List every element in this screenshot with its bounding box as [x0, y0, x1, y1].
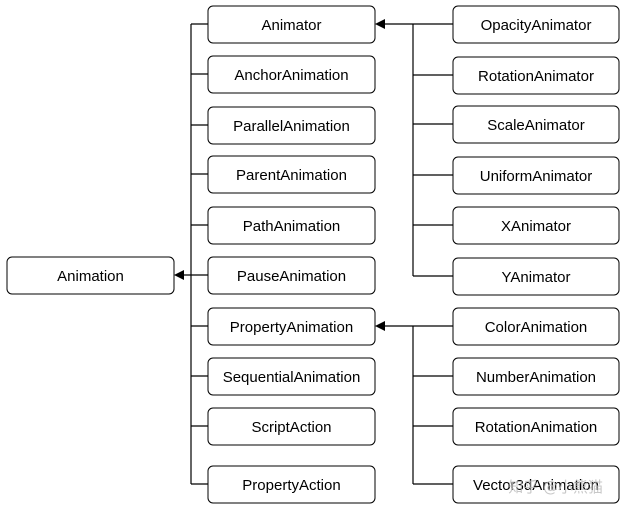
node-animation: Animation	[6, 256, 175, 295]
node-sequential-animation-label: SequentialAnimation	[223, 369, 361, 386]
node-number-animation-label: NumberAnimation	[476, 369, 596, 386]
node-x-animator-label: XAnimator	[501, 218, 571, 235]
node-parallel-animation: ParallelAnimation	[207, 106, 376, 145]
animator-children-connector	[375, 19, 453, 277]
node-rotation-animation: RotationAnimation	[452, 407, 620, 446]
node-y-animator: YAnimator	[452, 257, 620, 296]
node-sequential-animation: SequentialAnimation	[207, 357, 376, 396]
node-color-animation: ColorAnimation	[452, 307, 620, 346]
node-y-animator-label: YAnimator	[502, 269, 571, 286]
node-property-action: PropertyAction	[207, 465, 376, 504]
node-animator-label: Animator	[261, 17, 321, 34]
node-parent-animation: ParentAnimation	[207, 155, 376, 194]
node-scale-animator: ScaleAnimator	[452, 105, 620, 144]
node-animation-label: Animation	[57, 268, 124, 285]
arrowhead-to-animation	[174, 270, 184, 280]
node-color-animation-label: ColorAnimation	[485, 319, 588, 336]
node-uniform-animator-label: UniformAnimator	[480, 168, 593, 185]
node-path-animation-label: PathAnimation	[243, 218, 341, 235]
node-scale-animator-label: ScaleAnimator	[487, 117, 585, 134]
node-script-action-label: ScriptAction	[251, 419, 331, 436]
node-anchor-animation: AnchorAnimation	[207, 55, 376, 94]
node-vector3d-animation-label: Vector3dAnimation	[473, 477, 599, 494]
node-rotation-animation-label: RotationAnimation	[475, 419, 598, 436]
arrowhead-to-animator	[375, 19, 385, 29]
node-pause-animation-label: PauseAnimation	[237, 268, 346, 285]
node-uniform-animator: UniformAnimator	[452, 156, 620, 195]
node-path-animation: PathAnimation	[207, 206, 376, 245]
arrowhead-to-property-animation	[375, 321, 385, 331]
node-anchor-animation-label: AnchorAnimation	[234, 67, 348, 84]
property-animation-children-connector	[375, 321, 453, 485]
node-rotation-animator: RotationAnimator	[452, 56, 620, 95]
node-parallel-animation-label: ParallelAnimation	[233, 118, 350, 135]
node-property-animation: PropertyAnimation	[207, 307, 376, 346]
node-opacity-animator: OpacityAnimator	[452, 5, 620, 44]
node-property-action-label: PropertyAction	[242, 477, 340, 494]
node-script-action: ScriptAction	[207, 407, 376, 446]
node-property-animation-label: PropertyAnimation	[230, 319, 353, 336]
node-vector3d-animation: Vector3dAnimation	[452, 465, 620, 504]
animation-children-connector	[174, 23, 208, 485]
node-opacity-animator-label: OpacityAnimator	[481, 17, 592, 34]
node-pause-animation: PauseAnimation	[207, 256, 376, 295]
node-rotation-animator-label: RotationAnimator	[478, 68, 594, 85]
node-x-animator: XAnimator	[452, 206, 620, 245]
node-number-animation: NumberAnimation	[452, 357, 620, 396]
watermark-text: 知乎 @小熊猫	[508, 478, 603, 496]
node-animator: Animator	[207, 5, 376, 44]
node-parent-animation-label: ParentAnimation	[236, 167, 347, 184]
